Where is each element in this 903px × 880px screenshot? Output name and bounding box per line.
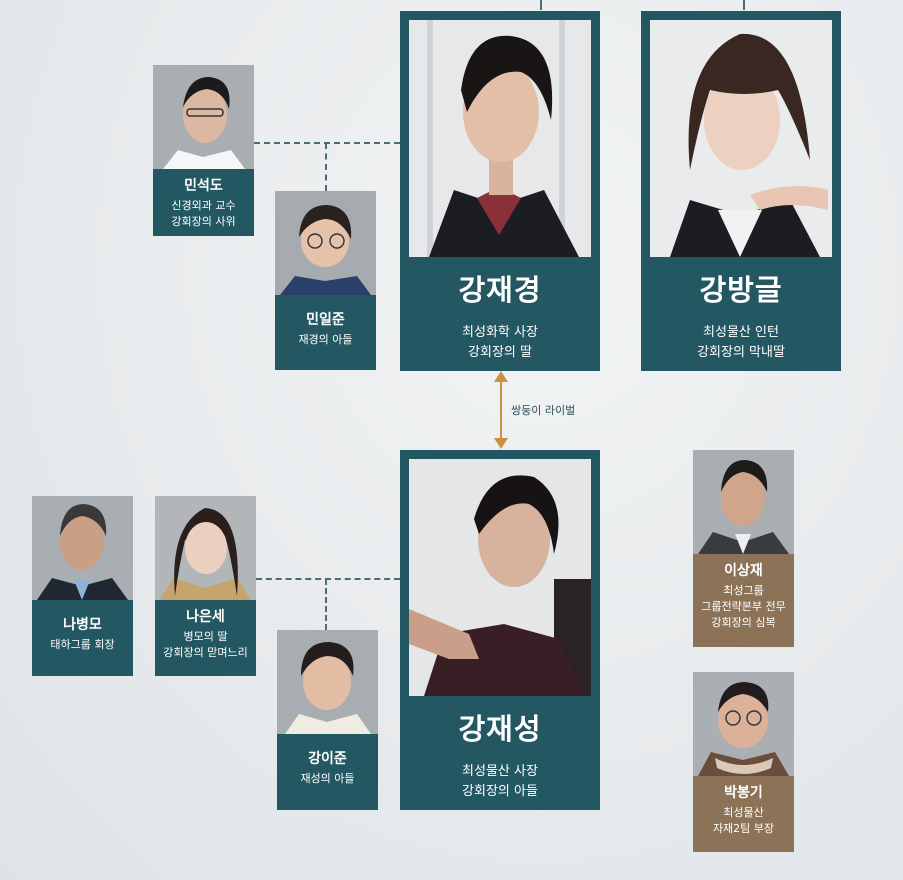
name-kang-banggeul: 강방글	[699, 273, 783, 307]
connector-jaekyung-spouse	[254, 142, 400, 144]
connector-top-left	[540, 0, 542, 10]
info-min-seokdo: 민석도 신경외과 교수 강회장의 사위	[153, 169, 254, 236]
card-kang-jaesung[interactable]: 강재성 최성물산 사장 강회장의 아들	[400, 450, 600, 810]
portrait-min-iljun	[275, 191, 376, 295]
portrait-na-byeongmo	[32, 496, 133, 600]
connector-jaesung-spouse	[256, 578, 400, 580]
card-kang-ijun[interactable]: 강이준 재성의 아들	[277, 630, 378, 810]
card-kang-jaekyung[interactable]: 강재경 최성화학 사장 강회장의 딸	[400, 11, 600, 371]
portrait-na-eunse	[155, 496, 256, 600]
portrait-park-bonggi	[693, 672, 794, 776]
portrait-kang-jaekyung	[409, 20, 591, 257]
portrait-kang-jaesung	[409, 459, 591, 696]
connector-jaesung-son	[325, 579, 327, 630]
name-kang-jaesung: 강재성	[458, 712, 542, 746]
card-min-iljun[interactable]: 민일준 재경의 아들	[275, 191, 376, 370]
desc-kang-jaekyung: 최성화학 사장 강회장의 딸	[462, 325, 538, 360]
card-na-byeongmo[interactable]: 나병모 태하그룹 회장	[32, 496, 133, 676]
info-park-bonggi: 박봉기 최성물산 자재2팀 부장	[693, 776, 794, 852]
name-kang-jaekyung: 강재경	[458, 273, 542, 307]
desc-kang-jaesung: 최성물산 사장 강회장의 아들	[462, 764, 538, 799]
portrait-kang-ijun	[277, 630, 378, 734]
connector-top-right	[743, 0, 745, 10]
info-na-byeongmo: 나병모 태하그룹 회장	[32, 600, 133, 676]
card-min-seokdo[interactable]: 민석도 신경외과 교수 강회장의 사위	[153, 65, 254, 236]
portrait-kang-banggeul	[650, 20, 832, 257]
card-lee-sangjae[interactable]: 이상재 최성그룹 그룹전략본부 전무 강회장의 심복	[693, 450, 794, 647]
connector-jaekyung-son	[325, 143, 327, 191]
arrow-up-icon	[494, 371, 508, 382]
desc-kang-banggeul: 최성물산 인턴 강회장의 막내딸	[697, 325, 785, 360]
card-park-bonggi[interactable]: 박봉기 최성물산 자재2팀 부장	[693, 672, 794, 852]
arrow-down-icon	[494, 438, 508, 449]
card-na-eunse[interactable]: 나은세 병모의 딸 강회장의 맏며느리	[155, 496, 256, 676]
rival-connector	[500, 378, 502, 444]
info-min-iljun: 민일준 재경의 아들	[275, 295, 376, 370]
card-kang-banggeul[interactable]: 강방글 최성물산 인턴 강회장의 막내딸	[641, 11, 841, 371]
portrait-min-seokdo	[153, 65, 254, 169]
info-lee-sangjae: 이상재 최성그룹 그룹전략본부 전무 강회장의 심복	[693, 554, 794, 647]
portrait-lee-sangjae	[693, 450, 794, 554]
rival-label: 쌍둥이 라이벌	[511, 404, 576, 417]
info-kang-ijun: 강이준 재성의 아들	[277, 734, 378, 810]
info-na-eunse: 나은세 병모의 딸 강회장의 맏며느리	[155, 600, 256, 676]
